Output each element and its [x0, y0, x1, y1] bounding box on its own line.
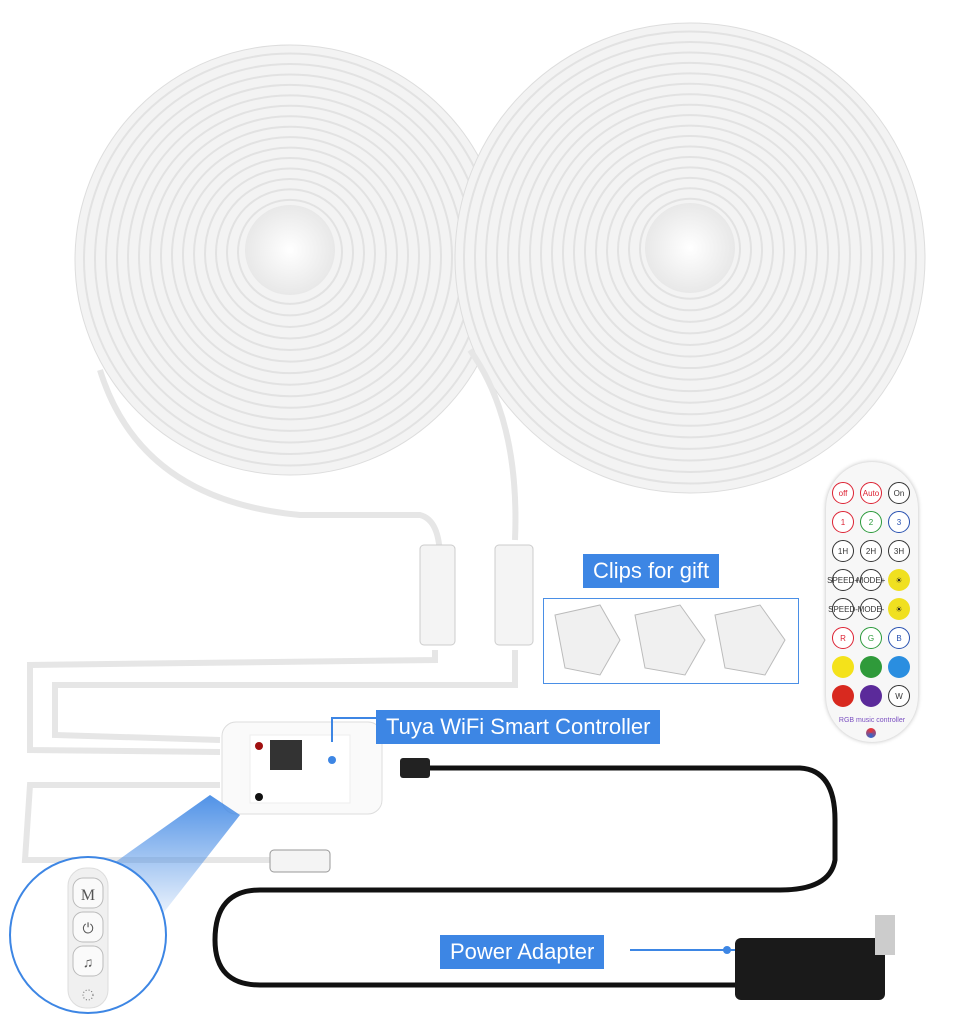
remote-button-w[interactable]: W: [888, 685, 910, 707]
remote-button-label: MODE-: [857, 604, 885, 614]
remote-button-color-20[interactable]: [888, 656, 910, 678]
led-strip-coil-right: [454, 22, 926, 494]
power-adapter: [735, 938, 885, 1000]
remote-button-auto[interactable]: Auto: [860, 482, 882, 504]
remote-button-color-18[interactable]: [832, 656, 854, 678]
remote-button-label: R: [840, 633, 846, 643]
connector-left: [419, 544, 456, 646]
remote-button-color-22[interactable]: [860, 685, 882, 707]
remote-button-label: B: [896, 633, 902, 643]
remote-button-label: W: [895, 691, 903, 701]
remote-button-r[interactable]: R: [832, 627, 854, 649]
brand-logo: [866, 728, 876, 738]
power-cable: [212, 765, 838, 988]
remote-button-1[interactable]: 1: [832, 511, 854, 533]
clips-box: [543, 598, 799, 684]
clips-label: Clips for gift: [583, 554, 720, 588]
adapter-label: Power Adapter: [440, 935, 605, 969]
remote-button-mode-[interactable]: MODE-: [857, 598, 885, 620]
remote-button-mode+[interactable]: MODE+: [857, 569, 885, 591]
remote-button-bright-down[interactable]: ☀: [888, 598, 910, 620]
remote-button-label: 2H: [865, 546, 877, 556]
remote-button-label: On: [893, 488, 905, 498]
usb-plug: [269, 849, 331, 873]
remote-button-1h[interactable]: 1H: [832, 540, 854, 562]
power-icon: ⏻: [82, 920, 93, 936]
remote-button-color-21[interactable]: [832, 685, 854, 707]
remote-button-color-19[interactable]: [860, 656, 882, 678]
remote-button-label: 1H: [837, 546, 849, 556]
remote-button-2[interactable]: 2: [860, 511, 882, 533]
controller-label: Tuya WiFi Smart Controller: [376, 710, 661, 744]
remote-button-label: 3: [896, 517, 902, 527]
qr-code: [270, 740, 302, 770]
remote-button-on[interactable]: On: [888, 482, 910, 504]
remote-button-label: SPEED+: [827, 575, 859, 585]
remote-button-speed+[interactable]: SPEED+: [827, 569, 859, 591]
remote-button-speed-[interactable]: SPEED-: [828, 598, 858, 620]
connector-right: [494, 544, 534, 646]
remote-button-label: off: [838, 488, 848, 498]
remote-button-label: Auto: [862, 488, 880, 498]
remote-button-2h[interactable]: 2H: [860, 540, 882, 562]
music-note-icon: ♫: [83, 954, 94, 970]
remote-button-label: G: [867, 633, 875, 643]
remote-button-label: SPEED-: [828, 604, 858, 614]
remote-button-3h[interactable]: 3H: [888, 540, 910, 562]
clips: [554, 604, 786, 676]
remote-button-g[interactable]: G: [860, 627, 882, 649]
led-strip-coil-left: [74, 44, 506, 476]
remote-button-off[interactable]: off: [832, 482, 854, 504]
remote-title: RGB music controller: [838, 717, 906, 724]
remote-button-3[interactable]: 3: [888, 511, 910, 533]
remote-button-label: MODE+: [856, 575, 886, 585]
remote-button-b[interactable]: B: [888, 627, 910, 649]
remote-button-label: 3H: [893, 546, 905, 556]
mode-button: M: [81, 887, 95, 904]
remote-button-bright-up[interactable]: ☀: [888, 569, 910, 591]
remote-button-label: 1: [840, 517, 846, 527]
remote-button-label: 2: [868, 517, 874, 527]
